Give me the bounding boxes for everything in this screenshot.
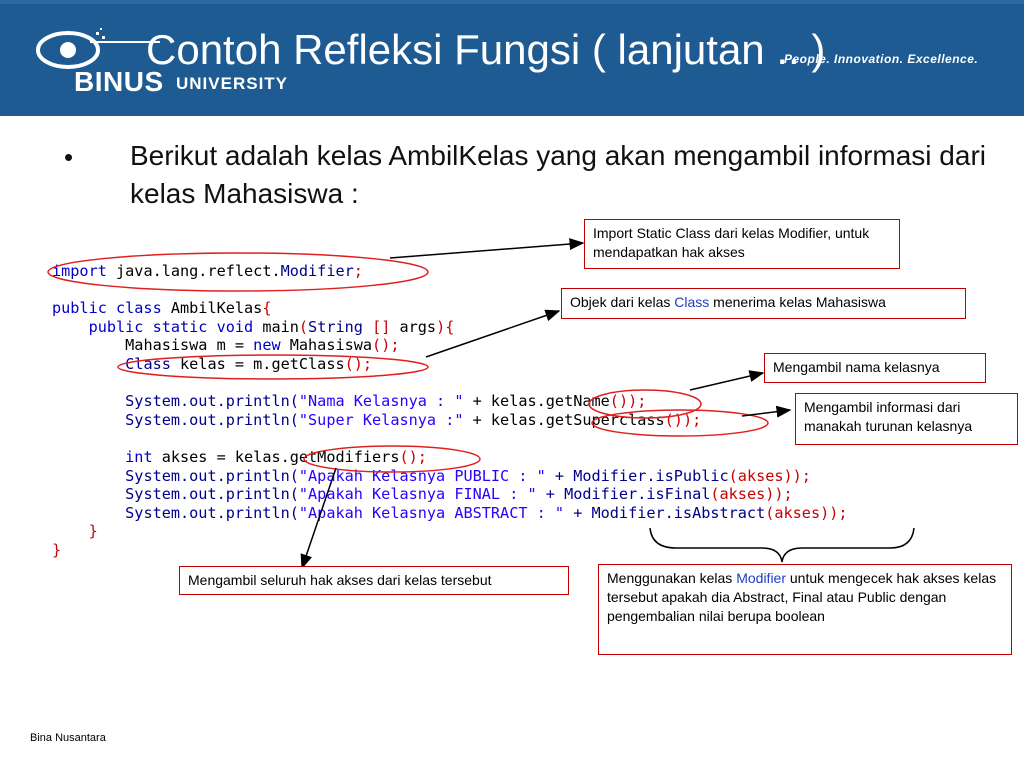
code-line11-str: "Apakah Kelasnya ABSTRACT : " (298, 503, 565, 522)
code-line10-b: + Modifier.isFinal (536, 485, 711, 504)
code-line9-c: (akses)); (728, 466, 811, 485)
slide-header: BINUS UNIVERSITY Contoh Refleksi Fungsi … (0, 0, 1024, 116)
binus-logo-icon (36, 28, 160, 69)
code-line4-c: (); (372, 336, 400, 355)
footer-text: Bina Nusantara (30, 732, 106, 744)
code-line10-c: (akses)); (710, 485, 793, 504)
highlight-import (47, 252, 429, 292)
code-line9-b: + Modifier.isPublic (545, 466, 729, 485)
slide-title: Contoh Refleksi Fungsi ( lanjutan .. ) (146, 26, 826, 73)
callout-getmodifiers: Mengambil seluruh hak akses dari kelas t… (179, 566, 569, 595)
code-import-semicolon: ; (353, 262, 363, 280)
code-main-name: main (253, 317, 299, 336)
code-line8-kw: int (125, 447, 153, 466)
highlight-getclass (117, 354, 429, 380)
tagline: People. Innovation. Excellence. (784, 52, 979, 66)
code-line8-b: akses = kelas.getModifiers (152, 447, 400, 466)
code-main-array: [] (362, 317, 400, 336)
highlight-getsuperclass (591, 409, 769, 437)
code-close-inner: } (88, 522, 98, 541)
arrow-getsuperclass (741, 405, 792, 418)
callout-class-text-b: menerima kelas Mahasiswa (709, 294, 886, 310)
code-class-keyword: public class (52, 299, 162, 318)
code-close-outer: } (52, 540, 62, 559)
code-line11-a: System.out.println( (125, 503, 299, 522)
code-main-args: args (399, 317, 437, 336)
arrow-import (389, 238, 585, 259)
code-line4-b: Mahasiswa (280, 336, 373, 355)
code-line7-b: + kelas.getSuperclass (463, 410, 665, 429)
code-main-paren-open: ( (298, 317, 309, 336)
code-line7-str: "Super Kelasnya :" (298, 410, 464, 429)
arrow-getmodifiers (300, 467, 337, 570)
code-line4-new: new (253, 336, 281, 355)
code-line9-a: System.out.println( (125, 466, 299, 485)
callout-modifier-use: Menggunakan kelas Modifier untuk mengece… (598, 564, 1012, 655)
code-class-brace: { (262, 299, 272, 318)
callout-class-text-a: Objek dari kelas (570, 294, 675, 310)
code-line7-c: ()); (664, 410, 702, 429)
code-line5-b: kelas = m.getClass (170, 354, 345, 373)
code-listing: import java.lang.reflect.Modifier; publi… (52, 262, 848, 560)
code-line6-c: ()); (609, 392, 647, 411)
code-line6-a: System.out.println( (125, 392, 299, 411)
header-strip (0, 0, 1024, 4)
logo-wordmark: BINUS (74, 66, 164, 97)
callout-import: Import Static Class dari kelas Modifier,… (584, 219, 900, 269)
code-import-class: Modifier (280, 262, 354, 280)
code-line11-c: (akses)); (765, 503, 848, 522)
code-line11-b: + Modifier.isAbstract (564, 503, 766, 522)
arrow-getname (689, 370, 765, 391)
bullet-text: Berikut adalah kelas AmbilKelas yang aka… (130, 140, 986, 209)
code-line7-a: System.out.println( (125, 410, 299, 429)
code-line10-a: System.out.println( (125, 485, 299, 504)
arrow-class (425, 309, 561, 358)
callout-import-text: Import Static Class dari kelas Modifier,… (593, 225, 870, 260)
bullet-symbol: • (64, 142, 74, 172)
highlight-getname (588, 389, 702, 419)
callout-getmodifiers-text: Mengambil seluruh hak akses dari kelas t… (188, 572, 492, 588)
callout-class: Objek dari kelas Class menerima kelas Ma… (561, 288, 966, 319)
code-line6-b: + kelas.getName (463, 392, 610, 411)
code-class-name: AmbilKelas (161, 299, 263, 318)
callout-modifier-class: Modifier (736, 570, 786, 586)
code-line6-str: "Nama Kelasnya : " (298, 392, 464, 411)
code-import-keyword: import (52, 262, 107, 280)
logo-subtitle: UNIVERSITY (176, 74, 289, 93)
callout-modifier-text-a: Menggunakan kelas (607, 570, 737, 586)
callout-getname: Mengambil nama kelasnya (764, 353, 986, 383)
code-line8-c: (); (399, 447, 427, 466)
code-line10-str: "Apakah Kelasnya FINAL : " (298, 485, 537, 504)
highlight-getmodifiers (303, 445, 481, 473)
callout-getsuperclass-text: Mengambil informasi dari manakah turunan… (804, 399, 973, 434)
code-main-paren-close: ){ (436, 317, 455, 336)
code-line4-a: Mahasiswa m = (125, 336, 254, 355)
callout-getsuperclass: Mengambil informasi dari manakah turunan… (795, 393, 1018, 445)
callout-modifier-text-b: untuk mengecek hak akses kelas tersebut … (607, 570, 997, 624)
callout-getname-text: Mengambil nama kelasnya (773, 359, 940, 375)
code-line5-c: (); (344, 354, 373, 373)
code-main-type: String (308, 317, 363, 336)
callout-class-keyword: Class (674, 294, 710, 310)
brace-modifier-calls (649, 527, 915, 563)
code-main-keyword: public static void (88, 317, 254, 336)
code-import-package: java.lang.reflect. (106, 262, 281, 280)
